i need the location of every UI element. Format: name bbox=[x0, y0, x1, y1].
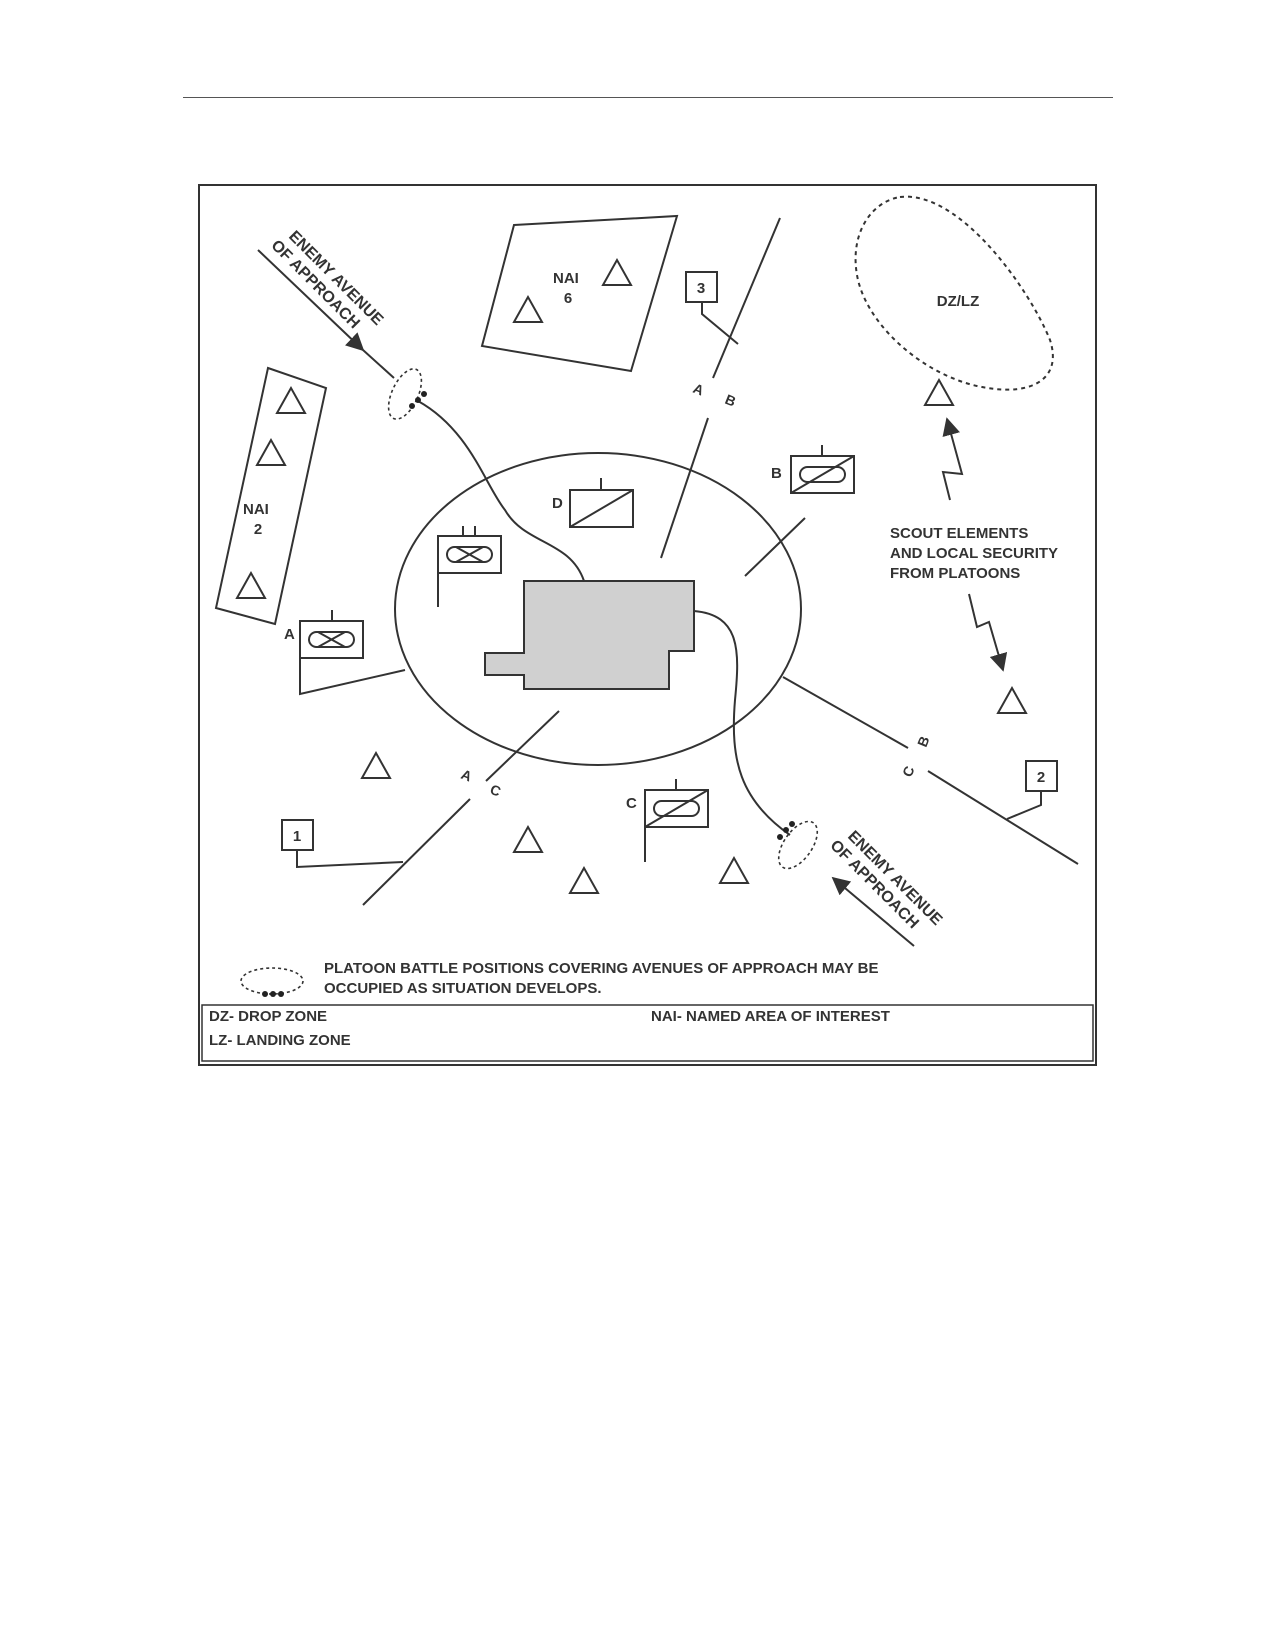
phase-label-ac-a: A bbox=[459, 766, 474, 785]
op-triangle bbox=[718, 855, 750, 884]
scout-arrow-down bbox=[968, 593, 1008, 672]
enemy-route-top bbox=[417, 400, 585, 582]
phase-label-ab-a: A bbox=[691, 380, 706, 399]
checkpoint-3-label: 3 bbox=[697, 280, 705, 297]
phase-label-cb-b: B bbox=[914, 734, 933, 749]
nai2-area bbox=[214, 366, 328, 626]
nai6-area bbox=[480, 214, 679, 373]
unit-inner-symbol bbox=[437, 526, 502, 607]
op-triangle bbox=[601, 257, 633, 286]
dzlz-label: DZ/LZ bbox=[937, 293, 980, 310]
op-triangle bbox=[568, 865, 600, 894]
legend-dz: DZ- DROP ZONE bbox=[209, 1008, 327, 1025]
legend-box bbox=[201, 1004, 1094, 1062]
unit-c-symbol bbox=[644, 779, 709, 862]
legend-battle-position-icon bbox=[240, 967, 304, 995]
checkpoint-1-leader bbox=[296, 850, 404, 869]
phase-line-ac bbox=[485, 710, 560, 782]
op-triangle bbox=[235, 570, 267, 599]
unit-d-label: D bbox=[552, 495, 563, 512]
perimeter-oval bbox=[394, 452, 802, 766]
occupation-dots bbox=[262, 391, 795, 997]
phase-line-cb-lower bbox=[927, 770, 1079, 865]
central-building bbox=[484, 580, 695, 690]
legend-lz: LZ- LANDING ZONE bbox=[209, 1032, 351, 1049]
enemy-avenue-bottom-label: ENEMY AVENUE OF APPROACH bbox=[826, 824, 948, 946]
figure-frame bbox=[198, 184, 1097, 1066]
op-triangle bbox=[255, 437, 287, 466]
enemy-arrow-top-tail bbox=[362, 349, 395, 379]
scout-arrow-up bbox=[941, 417, 964, 501]
nai6-label: NAI 6 bbox=[553, 270, 583, 307]
unit-c-label: C bbox=[626, 795, 637, 812]
enemy-arrow-bottom bbox=[831, 876, 915, 947]
legend-note: PLATOON BATTLE POSITIONS COVERING AVENUE… bbox=[324, 960, 883, 997]
checkpoint-1-box bbox=[281, 819, 314, 851]
op-triangle bbox=[512, 824, 544, 853]
checkpoint-2-box bbox=[1025, 760, 1058, 792]
phase-label-ab-b: B bbox=[723, 391, 738, 410]
phase-label-cb-c: C bbox=[899, 764, 918, 779]
legend-nai: NAI- NAMED AREA OF INTEREST bbox=[651, 1008, 890, 1025]
unit-d-symbol bbox=[569, 478, 634, 528]
op-triangle bbox=[512, 294, 544, 323]
nai2-label: NAI 2 bbox=[243, 501, 273, 538]
op-triangle bbox=[360, 750, 392, 779]
op-triangle bbox=[996, 685, 1028, 714]
op-triangle bbox=[275, 385, 307, 414]
phase-line-cb bbox=[782, 676, 909, 749]
checkpoint-3-box bbox=[685, 271, 718, 303]
checkpoint-2-label: 2 bbox=[1037, 769, 1045, 786]
enemy-route-bottom bbox=[693, 610, 791, 836]
checkpoint-2-leader bbox=[1006, 791, 1042, 820]
checkpoint-3-leader bbox=[701, 302, 739, 345]
battle-position-bottom bbox=[777, 820, 819, 870]
phase-line-ab bbox=[712, 217, 781, 379]
unit-a-label: A bbox=[284, 626, 295, 643]
unit-a-symbol bbox=[299, 610, 406, 696]
header-rule bbox=[183, 97, 1113, 98]
unit-b-symbol bbox=[744, 445, 855, 577]
phase-line-ac-lower bbox=[362, 798, 471, 906]
op-triangle bbox=[923, 377, 955, 406]
phase-label-ac-c: C bbox=[488, 781, 503, 800]
enemy-arrow-top bbox=[257, 249, 365, 352]
enemy-avenue-top-label: ENEMY AVENUE OF APPROACH bbox=[267, 224, 389, 346]
scout-elements-label: SCOUT ELEMENTS AND LOCAL SECURITY FROM P… bbox=[890, 525, 1062, 582]
unit-b-label: B bbox=[771, 465, 782, 482]
phase-line-ab-lower bbox=[660, 417, 709, 559]
checkpoint-1-label: 1 bbox=[293, 828, 301, 845]
dzlz-area bbox=[854, 195, 1054, 391]
